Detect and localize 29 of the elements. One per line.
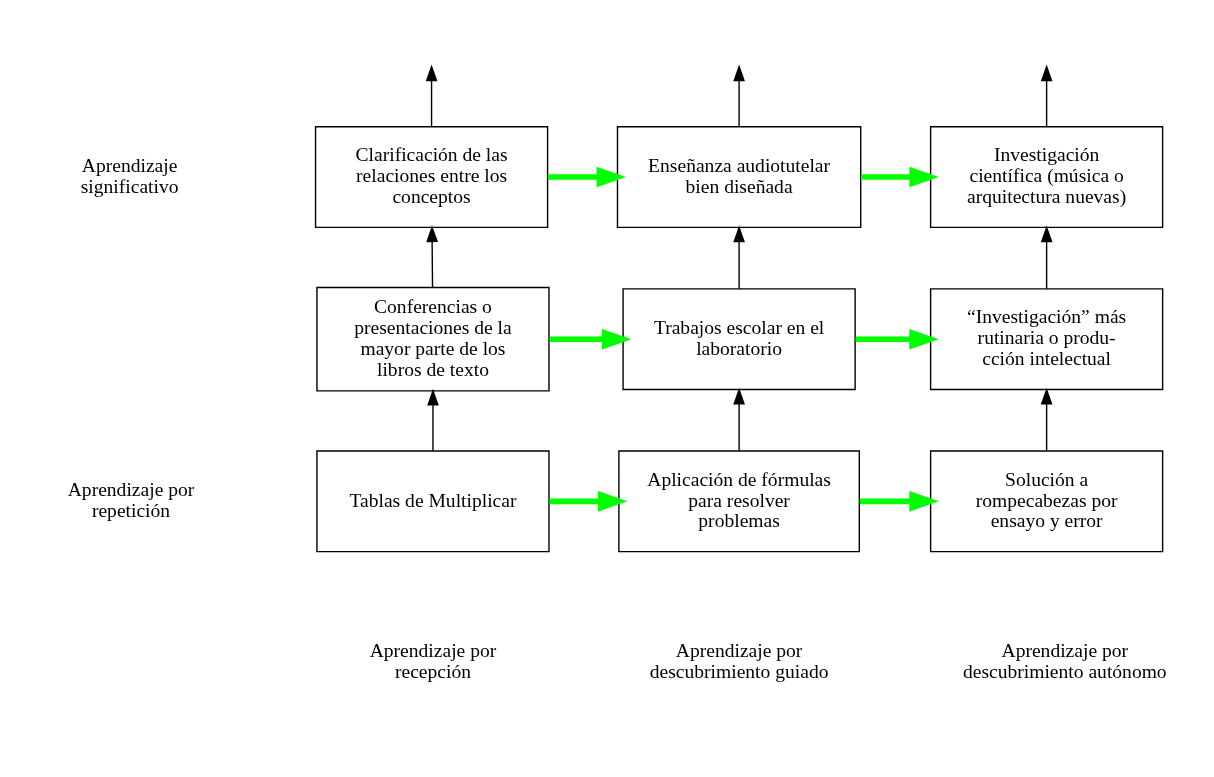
node-box: Tablas de Multiplicar <box>316 449 550 552</box>
label: Aprendizaje por descubrimiento autónomo <box>962 639 1167 682</box>
label: Aprendizaje por repetición <box>67 478 195 521</box>
arrow <box>733 64 745 127</box>
arrow <box>733 387 745 452</box>
arrow <box>427 388 439 452</box>
node-box: Clarificación de las relaciones entre los conceptos <box>314 125 549 228</box>
arrow <box>425 64 438 127</box>
arrow <box>549 490 628 512</box>
label: Aprendizaje significativo <box>80 154 179 197</box>
arrow <box>733 225 745 289</box>
arrow <box>426 224 438 288</box>
arrow <box>1040 225 1053 289</box>
node-box: “Investigación” más rutinaria o produ- cción intelectual <box>929 287 1164 390</box>
arrow <box>1040 64 1053 127</box>
node-box: Solución a rompecabezas por ensayo y error <box>929 449 1164 552</box>
node-box: Trabajos escolar en el laboratorio <box>622 287 856 390</box>
arrow <box>1040 387 1053 452</box>
arrow <box>549 328 632 349</box>
arrow <box>861 166 939 187</box>
arrow <box>548 166 626 187</box>
node-box: Enseñanza audiotutelar bien diseñada <box>616 125 862 228</box>
arrow <box>855 328 939 349</box>
arrow <box>859 490 939 512</box>
label: Aprendizaje por descubrimiento guiado <box>649 639 829 682</box>
node-box: Aplicación de fórmulas para resolver problemas <box>618 449 860 552</box>
node-box: Conferencias o presentaciones de la mayor parte de los libros de texto <box>316 286 550 392</box>
node-box: Investigación científica (música o arquitectura nuevas) <box>929 125 1164 228</box>
label: Aprendizaje por recepción <box>369 639 497 682</box>
